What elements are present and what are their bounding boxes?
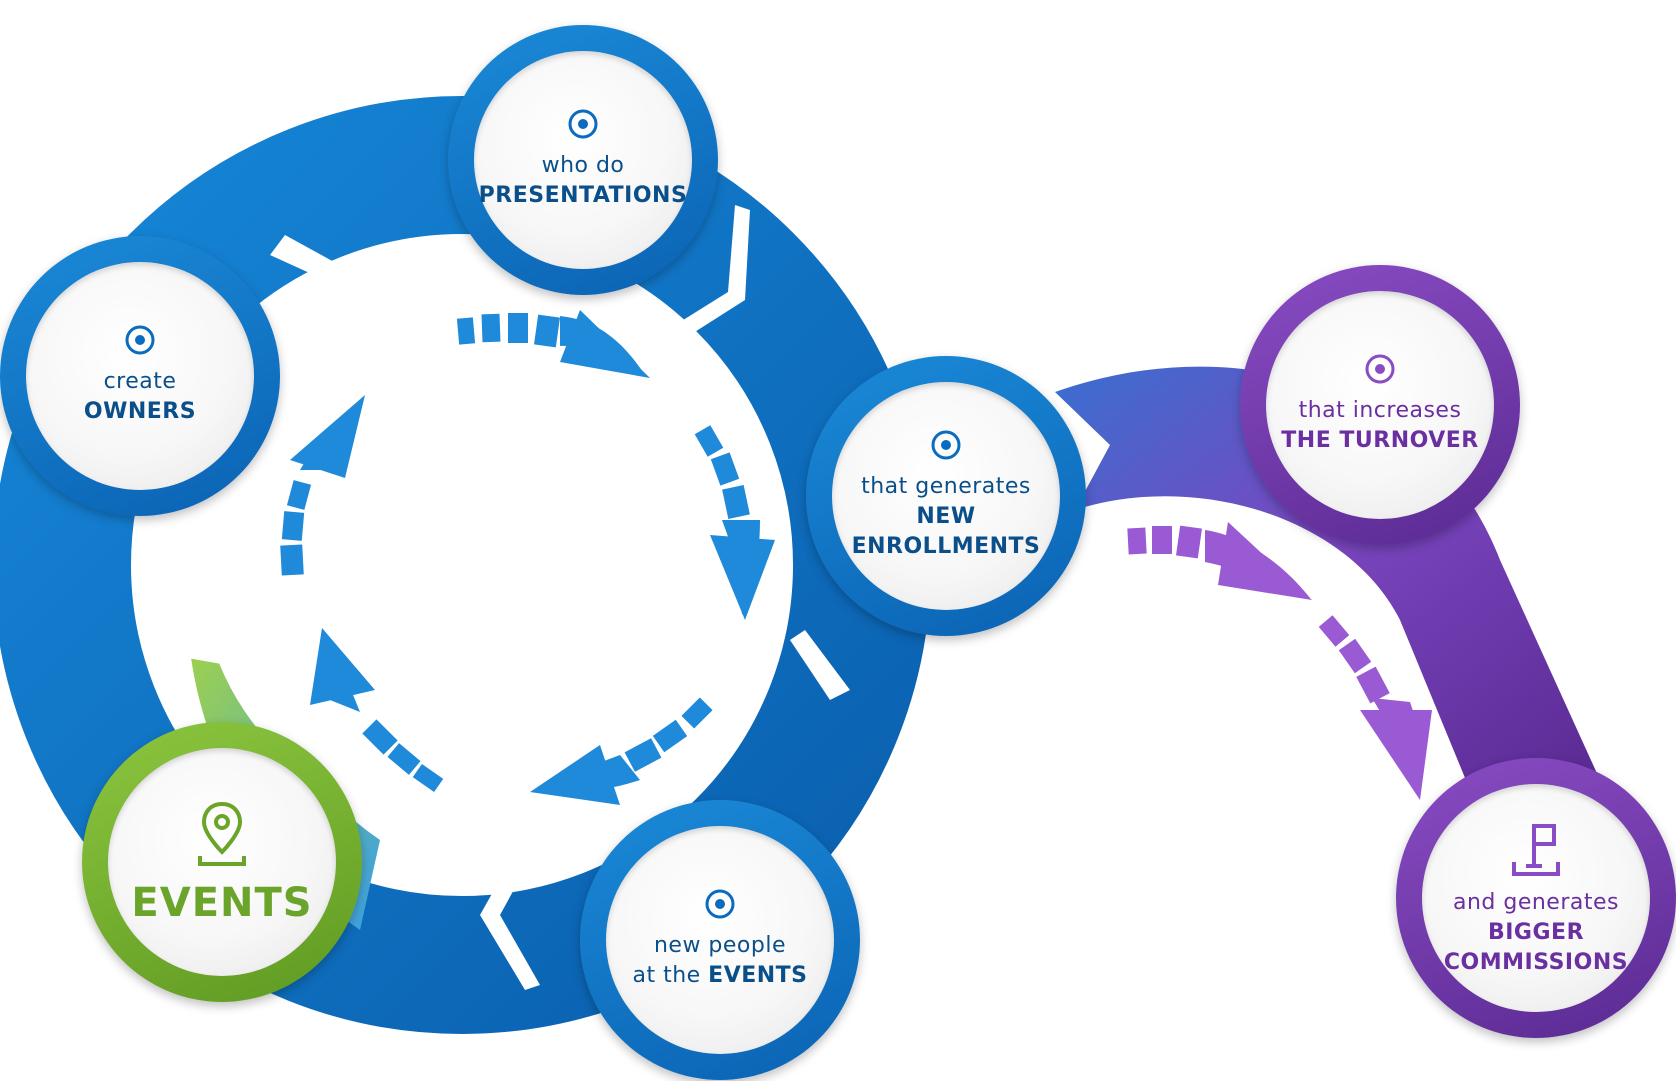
- owners-line2: OWNERS: [83, 399, 197, 424]
- node-new-people: new people at the EVENTS: [580, 800, 860, 1080]
- enrollments-line1: that generates: [861, 474, 1031, 499]
- commissions-line1: and generates: [1452, 890, 1619, 915]
- target-icon: [705, 889, 735, 919]
- node-owners: create OWNERS: [0, 236, 280, 516]
- target-icon: [568, 109, 598, 139]
- new-people-line2-prefix: at the: [632, 963, 709, 988]
- flag-icon: [1511, 824, 1560, 876]
- ring-chevrons: [176, 205, 850, 990]
- inner-cycle-arrows: [280, 310, 775, 805]
- node-events: EVENTS: [82, 722, 362, 1002]
- new-people-line1: new people: [653, 933, 787, 958]
- commissions-line3: COMMISSIONS: [1443, 950, 1629, 975]
- new-people-line2: at the EVENTS: [632, 961, 807, 991]
- target-icon: [125, 325, 155, 355]
- events-label: EVENTS: [131, 880, 313, 926]
- commissions-line2: BIGGER: [1487, 920, 1585, 945]
- node-turnover: that increases THE TURNOVER: [1240, 265, 1520, 545]
- enrollments-line2: NEW: [916, 504, 976, 529]
- presentations-line1: who do: [541, 153, 625, 178]
- node-presentations: who do PRESENTATIONS: [448, 25, 718, 295]
- purple-dashed-arrows: [1127, 522, 1432, 800]
- enrollments-line3: ENROLLMENTS: [851, 534, 1041, 559]
- target-icon: [931, 430, 961, 460]
- purple-connector-arc: [1055, 366, 1600, 790]
- map-pin-icon: [198, 801, 246, 866]
- turnover-line1: that increases: [1298, 398, 1462, 423]
- node-commissions: and generates BIGGER COMMISSIONS: [1396, 758, 1676, 1038]
- target-icon: [1365, 354, 1395, 384]
- new-people-line2-bold: EVENTS: [708, 963, 808, 988]
- owners-line1: create: [103, 369, 177, 394]
- node-enrollments: that generates NEW ENROLLMENTS: [806, 356, 1086, 636]
- presentations-line2: PRESENTATIONS: [478, 183, 688, 208]
- turnover-line2: THE TURNOVER: [1281, 428, 1479, 453]
